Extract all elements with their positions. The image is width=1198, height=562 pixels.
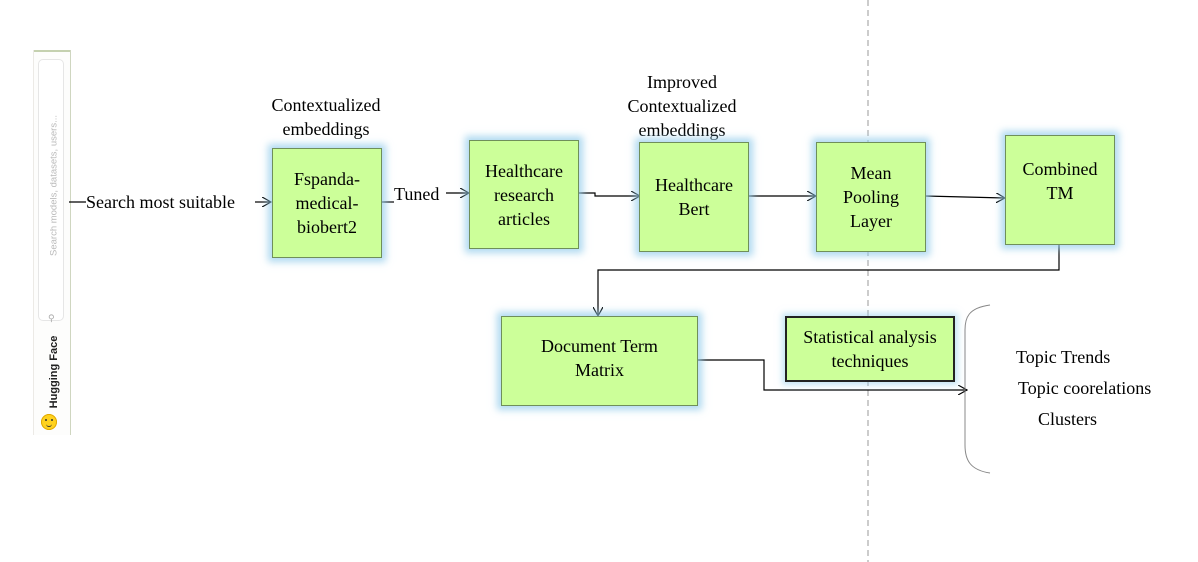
dtm-line-2: Matrix [574, 360, 624, 380]
output-topic-trends: Topic Trends [1016, 347, 1111, 367]
output-brace [964, 304, 991, 474]
articles-line-3: articles [498, 208, 550, 229]
improved-embeddings-label: Improved Contextualized embeddings [610, 70, 754, 142]
tuned-label: Tuned [394, 184, 440, 204]
stats-line-2: techniques [831, 351, 909, 371]
sidebar-top-border [34, 50, 70, 52]
biobert-line-3: biobert2 [297, 217, 357, 237]
articles-line-2: research [494, 184, 554, 205]
dtm-line-1: Document Term [541, 336, 658, 356]
huggingface-sidebar: Search models, datasets, users... ⚲ Hugg… [33, 50, 71, 435]
ctx-line-2: embeddings [282, 119, 370, 139]
arrow-dtm-outputs [697, 359, 967, 390]
document-term-matrix-box: Document Term Matrix [501, 316, 698, 406]
articles-line-1: Healthcare [485, 160, 563, 181]
biobert-line-1: Fspanda- [294, 169, 360, 189]
pooling-line-2: Pooling [842, 187, 899, 207]
imp-line-1: Improved [647, 72, 717, 92]
statistical-analysis-box: Statistical analysis techniques [785, 316, 955, 382]
pooling-line-1: Mean [850, 163, 892, 183]
search-input[interactable]: Search models, datasets, users... ⚲ [38, 59, 64, 324]
pooling-line-3: Layer [850, 211, 892, 231]
combined-tm-box: Combined TM [1005, 135, 1115, 245]
output-topic-correlations: Topic coorelations [1018, 378, 1152, 398]
contextualized-embeddings-label: Contextualized embeddings [256, 93, 396, 141]
search-icon: ⚲ [48, 314, 55, 324]
mean-pooling-box: Mean Pooling Layer [816, 142, 926, 252]
combined-line-2: TM [1046, 183, 1074, 203]
search-label: Search most suitable [86, 192, 235, 212]
stats-line-1: Statistical analysis [803, 327, 937, 347]
biobert-box: Fspanda- medical- biobert2 [272, 148, 382, 258]
arrow-articles-hbert [578, 193, 640, 196]
articles-box: Healthcare research articles [469, 140, 579, 249]
ctx-line-1: Contextualized [271, 95, 381, 115]
combined-line-1: Combined [1022, 159, 1098, 179]
hbert-line-2: Bert [678, 199, 710, 219]
output-clusters: Clusters [1038, 409, 1098, 429]
imp-line-3: embeddings [638, 120, 726, 140]
healthcare-bert-box: Healthcare Bert [639, 142, 749, 252]
arrow-pooling-combined [924, 196, 1005, 198]
imp-line-2: Contextualized [627, 96, 737, 116]
arrow-combined-dtm [598, 245, 1060, 316]
biobert-line-2: medical- [295, 193, 359, 213]
hbert-line-1: Healthcare [655, 175, 733, 195]
huggingface-logo-icon[interactable] [41, 414, 57, 430]
